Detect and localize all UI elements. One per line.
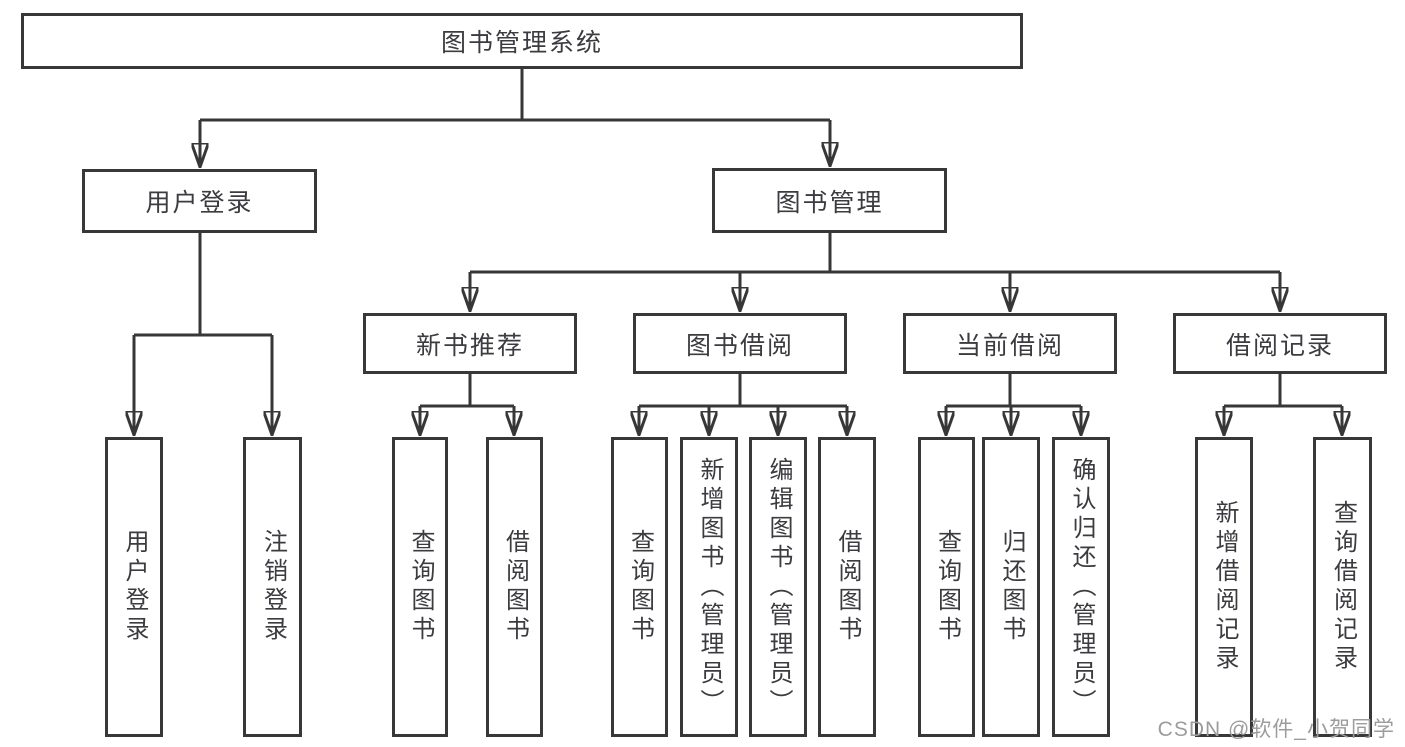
edge-book-management-to-level2	[470, 233, 1280, 311]
leaf-search-books-current: 查询图书	[918, 437, 975, 737]
csdn-watermark: CSDN @软件_小贺同学	[1157, 718, 1395, 741]
node-book-management: 图书管理	[712, 168, 947, 233]
edge-current-borrowing-to-leaves	[946, 374, 1081, 435]
node-label: 新书推荐	[415, 331, 524, 360]
leaf-label: 确认归还（管理员）	[1068, 456, 1095, 718]
leaf-label: 归还图书	[998, 529, 1025, 645]
leaf-label: 注销登录	[259, 529, 287, 645]
edge-new-book-recommendation-to-leaves	[420, 374, 514, 435]
leaf-confirm-return-admin: 确认归还（管理员）	[1052, 437, 1110, 737]
leaf-label: 借阅图书	[834, 529, 861, 645]
node-label: 图书借阅	[685, 331, 794, 360]
node-new-book-recommendation: 新书推荐	[363, 313, 577, 374]
leaf-search-borrowing-record: 查询借阅记录	[1313, 437, 1372, 737]
node-borrowing-records: 借阅记录	[1173, 313, 1387, 374]
leaf-label: 查询借阅记录	[1329, 500, 1357, 674]
leaf-label: 用户登录	[121, 529, 148, 645]
leaf-search-books-recommendation: 查询图书	[392, 437, 448, 737]
leaf-label: 新增图书（管理员）	[696, 456, 723, 718]
node-label: 图书管理	[775, 188, 884, 217]
leaf-search-books-borrowing: 查询图书	[611, 437, 668, 737]
node-label: 用户登录	[145, 189, 254, 217]
leaf-label: 查询图书	[626, 529, 654, 645]
leaf-return-books: 归还图书	[982, 437, 1040, 737]
node-book-borrowing: 图书借阅	[633, 313, 847, 374]
leaf-edit-books-admin: 编辑图书（管理员）	[749, 437, 807, 737]
edge-book-borrowing-to-leaves	[639, 374, 847, 435]
edge-borrowing-records-to-leaves	[1224, 374, 1342, 435]
leaf-add-books-admin: 新增图书（管理员）	[680, 437, 738, 737]
leaf-label: 查询图书	[933, 529, 961, 645]
leaf-label: 新增借阅记录	[1211, 500, 1238, 674]
leaf-logout: 注销登录	[243, 437, 302, 737]
leaf-add-borrowing-record: 新增借阅记录	[1195, 437, 1253, 737]
leaf-borrow-books: 借阅图书	[818, 437, 876, 737]
edge-user-login-to-leaves	[134, 233, 272, 435]
leaf-label: 编辑图书（管理员）	[765, 456, 792, 718]
leaf-label: 查询图书	[407, 529, 434, 645]
leaf-borrow-books-recommendation: 借阅图书	[486, 437, 543, 737]
node-library-management-system: 图书管理系统	[21, 13, 1023, 69]
leaf-user-login: 用户登录	[105, 437, 163, 737]
leaf-label: 借阅图书	[501, 529, 529, 645]
node-label: 当前借阅	[955, 331, 1064, 360]
node-user-login: 用户登录	[82, 169, 317, 233]
edge-root-to-level1	[200, 69, 830, 167]
node-label: 借阅记录	[1225, 331, 1334, 360]
node-label: 图书管理系统	[440, 29, 603, 57]
node-current-borrowing: 当前借阅	[903, 313, 1117, 374]
